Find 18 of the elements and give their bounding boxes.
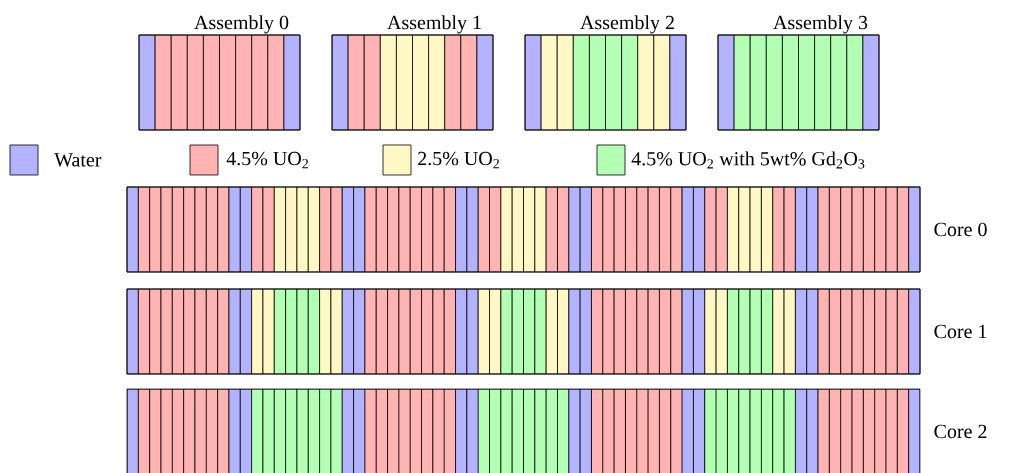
legend-text: Water [54, 153, 102, 167]
core-strip: Core 2 [126, 388, 987, 473]
assembly-strip: Assembly 1 [331, 15, 494, 131]
core-strip: Core 1 [126, 288, 987, 375]
assembly-strip: Assembly 0 [138, 15, 301, 131]
core-strip: Core 0 [126, 186, 987, 273]
node-label: Assembly 3 [773, 15, 868, 34]
node-label: Core 0 [934, 222, 987, 237]
assembly-strip: Assembly 2 [524, 15, 687, 131]
legend-text: 4.5% UO$_{2}$ with 5wt% Gd$_{2}$O$_{3}$ [631, 151, 865, 169]
legend-text: 2.5% UO$_{2}$ [418, 151, 499, 169]
node-label: Assembly 0 [194, 15, 289, 34]
assembly-strip: Assembly 3 [717, 15, 880, 131]
node-label: Core 2 [934, 424, 987, 439]
node-label: Assembly 1 [387, 15, 481, 34]
node-label: Core 1 [934, 324, 987, 339]
node-label: Assembly 2 [580, 15, 674, 34]
legend-text: 4.5% UO$_{2}$ [226, 151, 308, 169]
